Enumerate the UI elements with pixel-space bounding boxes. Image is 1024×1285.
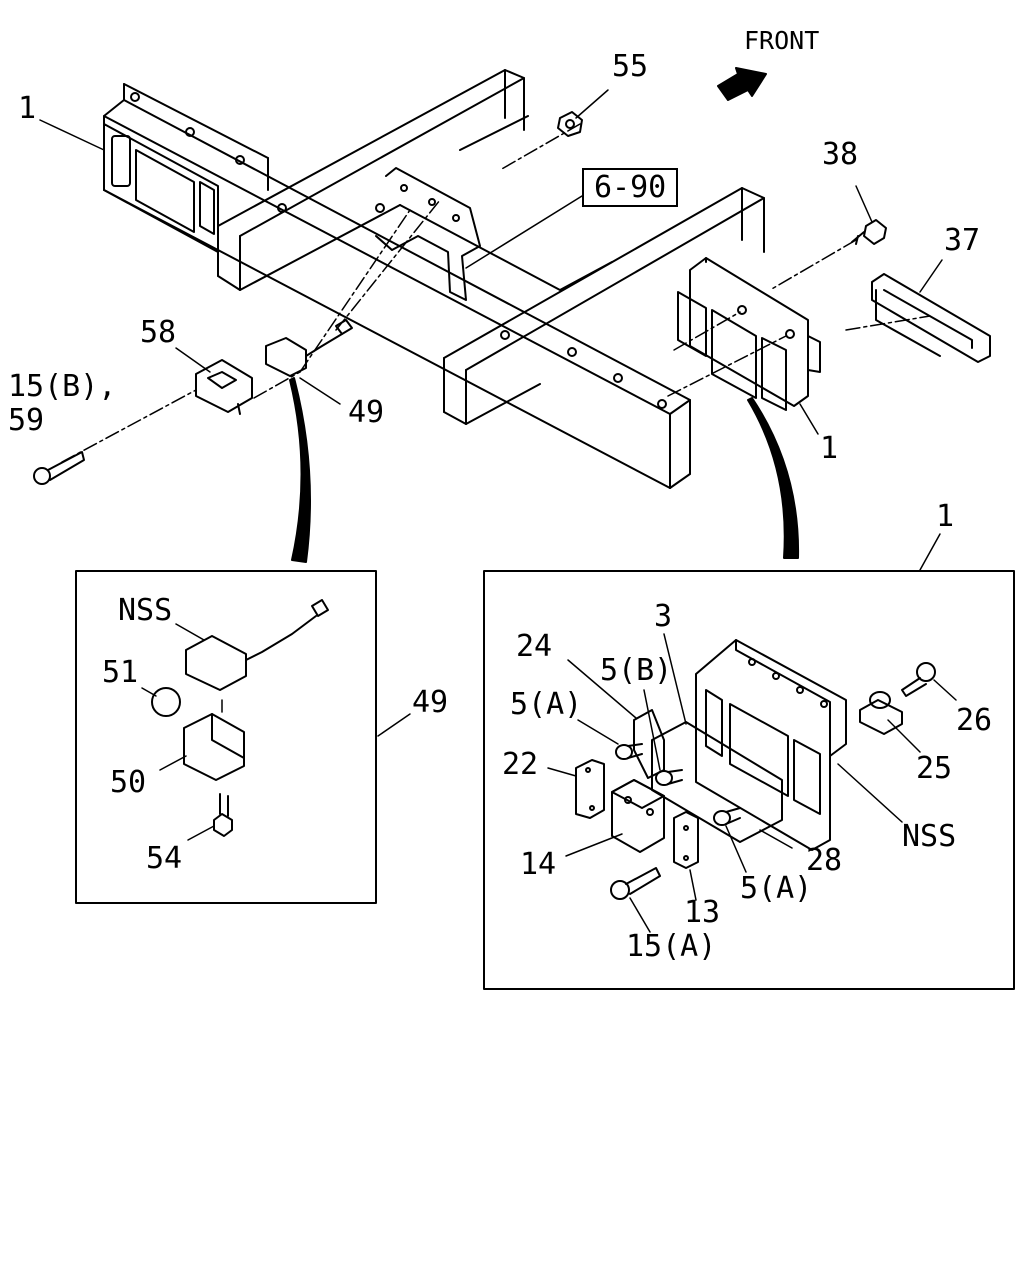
- callout-59: 59: [8, 403, 45, 438]
- callout-5b: 5(B): [600, 653, 673, 688]
- left-bracket: [104, 124, 218, 252]
- callout-1-mid: 1: [820, 431, 839, 466]
- inset-screw-15a: [611, 868, 660, 932]
- sensor-cover-58: [196, 360, 252, 414]
- inset-plate-22: [548, 760, 604, 818]
- callout-1-top: 1: [18, 91, 37, 126]
- leader-28: [760, 830, 792, 848]
- screw-59-icon: [34, 452, 84, 484]
- inset-pin-5b: [644, 690, 682, 785]
- callout-3: 3: [654, 599, 673, 634]
- inset-bracket-1: [696, 640, 902, 850]
- callout-15b: 15(B),: [8, 369, 117, 404]
- callout-24: 24: [516, 629, 553, 664]
- callout-50: 50: [110, 765, 147, 800]
- callout-26: 26: [956, 703, 993, 738]
- front-label: FRONT: [744, 26, 820, 55]
- cover-part-37: [872, 274, 990, 362]
- callout-25: 25: [916, 751, 953, 786]
- inset-arrow-right-icon: [748, 398, 798, 558]
- sensor-49: [266, 320, 352, 376]
- leader-lines: [40, 90, 942, 434]
- side-rail-lower: [400, 188, 764, 424]
- inset-screw-26: [902, 663, 956, 700]
- right-bracket: [678, 258, 820, 410]
- inset-box-49: [76, 571, 376, 903]
- callout-58: 58: [140, 315, 177, 350]
- callout-5a-upper: 5(A): [510, 687, 583, 722]
- inset-arrow-left-icon: [290, 378, 310, 562]
- callout-37: 37: [944, 223, 981, 258]
- callout-55: 55: [612, 49, 649, 84]
- inset-part-51: [142, 688, 180, 716]
- callout-28: 28: [806, 843, 843, 878]
- callout-nss-right: NSS: [902, 819, 957, 854]
- callout-nss-left: NSS: [118, 593, 173, 628]
- guide-lines: [62, 124, 930, 462]
- inset-part-25: [860, 692, 920, 752]
- inset-pin-5a-lower: [714, 808, 746, 872]
- cross-member: [104, 84, 690, 488]
- inset-sensor: [176, 600, 328, 690]
- callout-14: 14: [520, 847, 557, 882]
- inset-pin-5a-upper: [578, 720, 642, 759]
- bolt-38-icon: [852, 220, 886, 244]
- inset-bolt-54: [188, 794, 232, 840]
- callout-5a-lower: 5(A): [740, 871, 813, 906]
- callout-51: 51: [102, 655, 139, 690]
- callout-49-main: 49: [348, 395, 385, 430]
- callout-1-inset: 1: [936, 499, 955, 534]
- callout-38: 38: [822, 137, 859, 172]
- callout-49-inset: 49: [412, 685, 449, 720]
- callout-22: 22: [502, 747, 539, 782]
- inset-bracket-50: [160, 700, 244, 780]
- callout-15a: 15(A): [626, 929, 717, 964]
- front-arrow-icon: [718, 68, 766, 100]
- section-ref-box: 6-90: [582, 168, 679, 207]
- callout-13: 13: [684, 895, 721, 930]
- inset-box-1: [484, 571, 1014, 989]
- callout-54: 54: [146, 841, 183, 876]
- inset-plate-13: [674, 812, 698, 900]
- center-bracket: [376, 168, 480, 300]
- side-rail-upper: [218, 70, 528, 290]
- inset-cover-14: [566, 780, 664, 856]
